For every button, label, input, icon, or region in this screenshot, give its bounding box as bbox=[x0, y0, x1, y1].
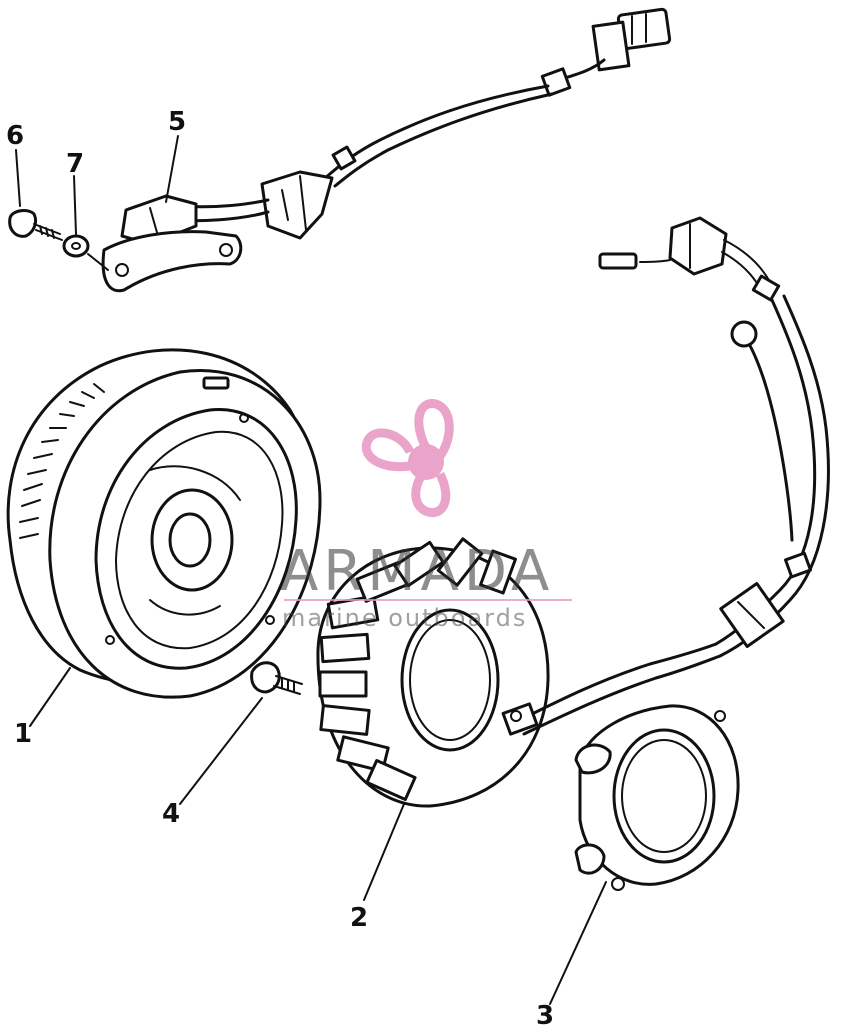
watermark: ARMADA marine outboards bbox=[280, 399, 572, 632]
callout-1: 1 bbox=[14, 719, 32, 749]
watermark-tagline: marine outboards bbox=[282, 604, 527, 632]
pulser-coil-assembly bbox=[8, 7, 672, 293]
callout-4: 4 bbox=[162, 799, 180, 829]
stator-assembly bbox=[316, 537, 722, 901]
callout-2: 2 bbox=[350, 903, 368, 933]
bolt bbox=[179, 661, 303, 805]
propeller-logo bbox=[361, 399, 454, 517]
callout-3: 3 bbox=[536, 1001, 554, 1028]
callout-7: 7 bbox=[66, 149, 84, 179]
stator-harness bbox=[598, 216, 830, 658]
callout-6: 6 bbox=[6, 121, 24, 151]
stator-bracket bbox=[549, 704, 740, 1005]
callout-5: 5 bbox=[168, 107, 186, 137]
flywheel bbox=[6, 348, 322, 727]
watermark-brand: ARMADA bbox=[280, 539, 554, 604]
